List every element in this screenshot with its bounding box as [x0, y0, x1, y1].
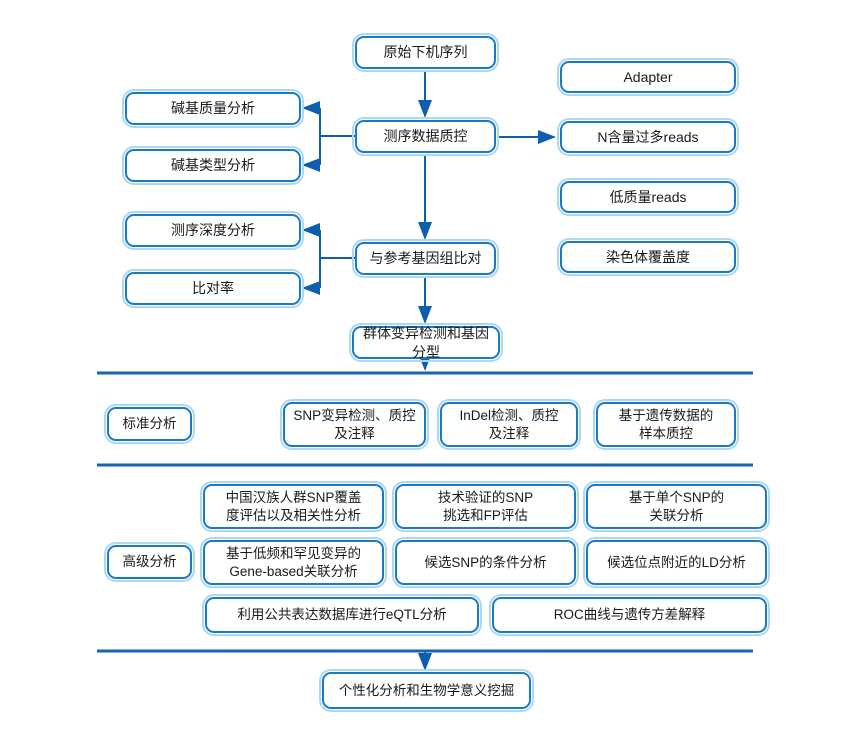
node-depth-analysis: 测序深度分析	[122, 211, 304, 250]
node-ld-analysis: 候选位点附近的LD分析	[583, 537, 770, 588]
node-final-analysis: 个性化分析和生物学意义挖掘	[319, 669, 534, 712]
node-base-quality: 碱基质量分析	[122, 89, 304, 128]
node-low-quality-reads: 低质量reads	[557, 178, 739, 216]
node-snp-detection: SNP变异检测、质控 及注释	[280, 399, 429, 450]
node-indel-detection: InDel检测、质控 及注释	[437, 399, 581, 450]
node-chromosome-coverage: 染色体覆盖度	[557, 238, 739, 276]
connector-align-left-bracket	[319, 230, 356, 288]
node-han-snp-coverage: 中国汉族人群SNP覆盖 度评估以及相关性分析	[200, 481, 387, 532]
node-variant-genotyping: 群体变异检测和基因分型	[349, 323, 503, 362]
node-gene-based-assoc: 基于低频和罕见变异的 Gene-based关联分析	[200, 537, 387, 588]
node-n-reads: N含量过多reads	[557, 118, 739, 156]
node-eqtl-analysis: 利用公共表达数据库进行eQTL分析	[202, 594, 482, 636]
node-sequencing-qc: 测序数据质控	[352, 117, 499, 156]
node-sample-qc: 基于遗传数据的 样本质控	[593, 399, 739, 450]
node-conditional-analysis: 候选SNP的条件分析	[392, 537, 579, 588]
section-label-advanced: 高级分析	[104, 542, 195, 582]
connector-qc-left-bracket	[319, 108, 356, 165]
node-single-snp-assoc: 基于单个SNP的 关联分析	[583, 481, 770, 532]
node-roc-variance: ROC曲线与遗传方差解释	[489, 594, 770, 636]
node-validated-snp: 技术验证的SNP 挑选和FP评估	[392, 481, 579, 532]
section-label-standard: 标准分析	[104, 404, 195, 444]
node-adapter: Adapter	[557, 58, 739, 96]
node-base-type: 碱基类型分析	[122, 146, 304, 185]
node-raw-sequence: 原始下机序列	[352, 33, 499, 72]
node-ref-alignment: 与参考基因组比对	[352, 239, 499, 278]
node-mapping-rate: 比对率	[122, 269, 304, 308]
